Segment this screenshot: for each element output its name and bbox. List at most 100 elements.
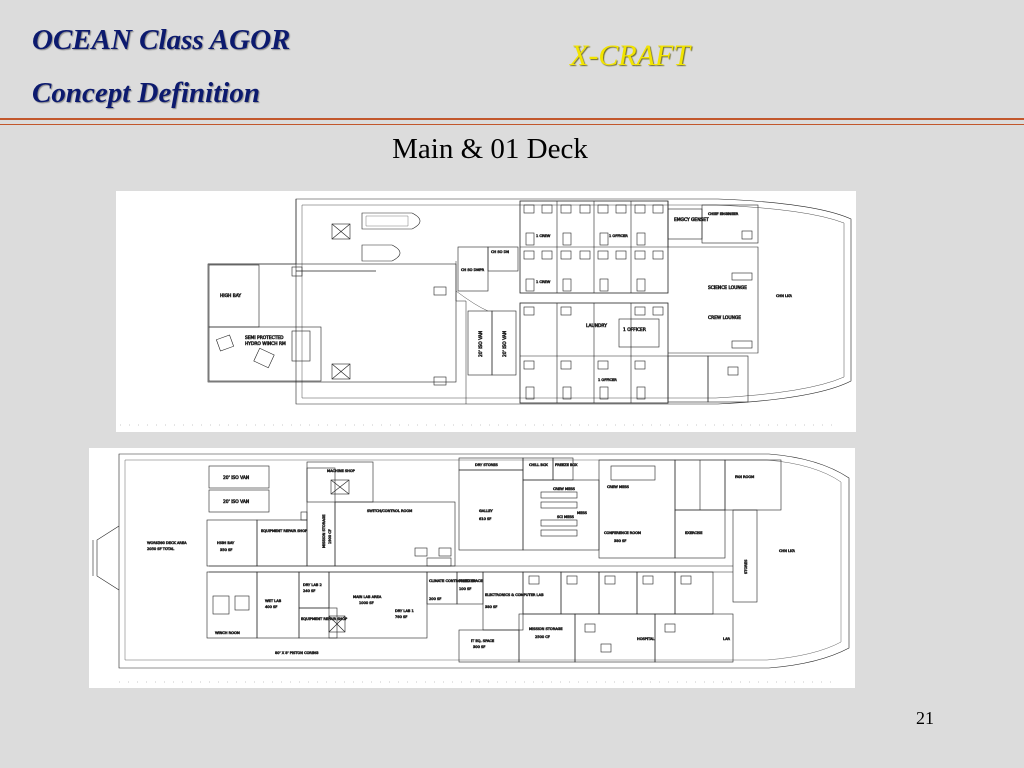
main-high-bay-label: HIGH BAY — [220, 293, 241, 299]
conference-crew-mess-label: CREW MESS — [607, 485, 630, 489]
wet-lab-label: WET LAB — [265, 599, 282, 603]
iso-van-top-label: 20' ISO VAN — [223, 475, 249, 481]
hydro-winch-room — [208, 326, 322, 382]
electronics-label: ELECTRONICS & COMPUTER LAB — [485, 593, 544, 597]
first-deck-plan: 20' ISO VAN 20' ISO VAN WORKING DECK ARE… — [89, 448, 855, 688]
davit — [291, 266, 303, 277]
emergency-genset-room — [667, 208, 703, 240]
conference-room-area: 380 SF — [614, 539, 626, 543]
winch-room — [206, 571, 258, 639]
working-deck-label: WORKING DECK AREA — [147, 541, 187, 545]
climate-label: CLIMATE CONTROLLED SPACE — [429, 579, 483, 583]
it-eq-space — [458, 629, 520, 663]
eq-space-label: IT EQ. SPACE — [471, 639, 495, 643]
iso-van-2-label: 20' ISO VAN — [502, 331, 508, 357]
chill-box-label: CHILL BOX — [529, 463, 548, 467]
climate-area: 200 SF — [429, 597, 441, 601]
lounge-area — [668, 246, 759, 354]
equipment-repair-label: EQUIPMENT REPAIR SHOP — [261, 529, 308, 533]
winch-equipment — [215, 334, 235, 352]
dry-lab-1-area: 760 SF — [395, 615, 407, 619]
galley-area: 610 SF — [479, 517, 491, 521]
semi-protected-label: SEMI PROTECTED — [245, 335, 284, 341]
eq-space-area: 300 SF — [473, 645, 485, 649]
dry-lab-2-area: 240 SF — [303, 589, 315, 593]
machine-shop-label: MACHINE SHOP — [327, 469, 356, 473]
main-lab-area-size: 1000 SF — [359, 601, 374, 605]
dry-lab-1-label: DRY LAB 1 — [395, 609, 414, 613]
stores-room — [732, 509, 758, 603]
iso-van-bottom — [208, 489, 270, 513]
deck-crate — [331, 363, 351, 380]
work-boat — [361, 244, 401, 262]
laundry-label: LAUNDRY — [586, 323, 607, 329]
freezer-label: FREEZER — [459, 579, 476, 583]
lar-label: LAR — [723, 637, 731, 641]
equipment-repair-lower-label: EQUIPMENT REPAIR SHOP — [301, 617, 348, 621]
iso-van-2 — [491, 310, 517, 376]
freeze-box — [552, 457, 574, 481]
first-deck-cabins — [522, 571, 714, 653]
first-deck-drawing: 20' ISO VAN 20' ISO VAN WORKING DECK ARE… — [92, 453, 850, 683]
main-lab-label: MAIN LAB AREA — [353, 595, 382, 599]
hospital-label: HOSPITAL — [637, 637, 654, 641]
conference-room-label: CONFERENCE ROOM — [604, 531, 641, 535]
deck-crate — [331, 223, 351, 240]
fan-room-label: FAN ROOM — [735, 475, 754, 479]
first-deck-hull — [118, 453, 850, 669]
working-deck-area: 2050 SF TOTAL — [147, 547, 174, 551]
main-officer-a-label: 1 OFFICER — [609, 234, 628, 238]
main-ch-so-dmpr-label: CH SO DMPR — [461, 268, 485, 272]
rescue-boat — [361, 212, 421, 230]
mission-storage-h-area: 2500 CF — [535, 635, 550, 639]
dry-stores-label: DRY STORES — [475, 463, 498, 467]
iso-van-bottom-label: 20' ISO VAN — [223, 499, 249, 505]
emgcy-label: EMGCY GENSET — [674, 217, 709, 223]
main-crew-b-label: 1 CREW — [536, 280, 551, 284]
crew-lounge-label: CREW LOUNGE — [708, 315, 741, 321]
header-rule-thin — [0, 124, 1024, 125]
brand-name: X-CRAFT — [570, 39, 690, 72]
chief-engineer-label: CHIEF ENGINEER — [708, 212, 739, 216]
main-ch-so-dn-label: CH SO DN — [491, 250, 509, 254]
freezer-area: 100 SF — [459, 587, 471, 591]
slide-subtitle: Main & 01 Deck — [392, 133, 588, 165]
fan-room — [724, 459, 782, 511]
main-officer-b-label: 1 OFFICER — [598, 378, 617, 382]
winch-room-label: WINCH ROOM — [215, 631, 240, 635]
high-bay-label: HIGH BAY — [217, 541, 235, 545]
iso-van-1-label: 20' ISO VAN — [478, 331, 484, 357]
mission-storage-vertical-label: MISSION STORAGE — [322, 514, 326, 548]
main-deck-drawing: HIGH BAY SEMI PROTECTED HYDRO WINCH RM C… — [120, 198, 852, 426]
exercise-label: EXERCISE — [685, 531, 703, 535]
officer-cabin — [618, 318, 660, 348]
iso-van-top — [208, 465, 270, 489]
crew-mess-label: CREW MESS — [553, 487, 576, 491]
high-bay-area: 350 SF — [220, 548, 232, 552]
winch-equipment — [291, 330, 311, 362]
mess-label: MESS — [577, 511, 588, 515]
header-rule — [0, 118, 1024, 120]
bow-label: CHN LKR — [776, 294, 792, 298]
mission-storage-h-label: MISSION STORAGE — [529, 627, 563, 631]
wet-lab — [256, 571, 300, 639]
main-cabin-grid — [519, 200, 669, 404]
electronics-lab — [482, 571, 524, 631]
lar-room — [654, 613, 734, 663]
freeze-box-label: FREEZE BOX — [555, 463, 578, 467]
main-lab-area — [328, 571, 428, 639]
stores-label: STORES — [744, 559, 748, 574]
main-deck-hull — [295, 198, 852, 405]
chill-box — [522, 457, 554, 481]
main-deck-plan: HIGH BAY SEMI PROTECTED HYDRO WINCH RM C… — [116, 191, 856, 432]
slide-title-line-1: OCEAN Class AGOR — [32, 24, 291, 56]
chief-engineer-cabin — [701, 204, 759, 244]
switch-control-label: SWITCH/CONTROL ROOM — [367, 509, 412, 513]
dry-lab-2-label: DRY LAB 2 — [303, 583, 322, 587]
mission-storage-vertical-area: 1900 CF — [328, 529, 332, 544]
winch-equipment — [253, 347, 275, 369]
electronics-area: 380 SF — [485, 605, 497, 609]
officer-label: 1 OFFICER — [623, 327, 646, 333]
wet-lab-area: 400 SF — [265, 605, 277, 609]
slide-title-line-2: Concept Definition — [32, 77, 260, 109]
